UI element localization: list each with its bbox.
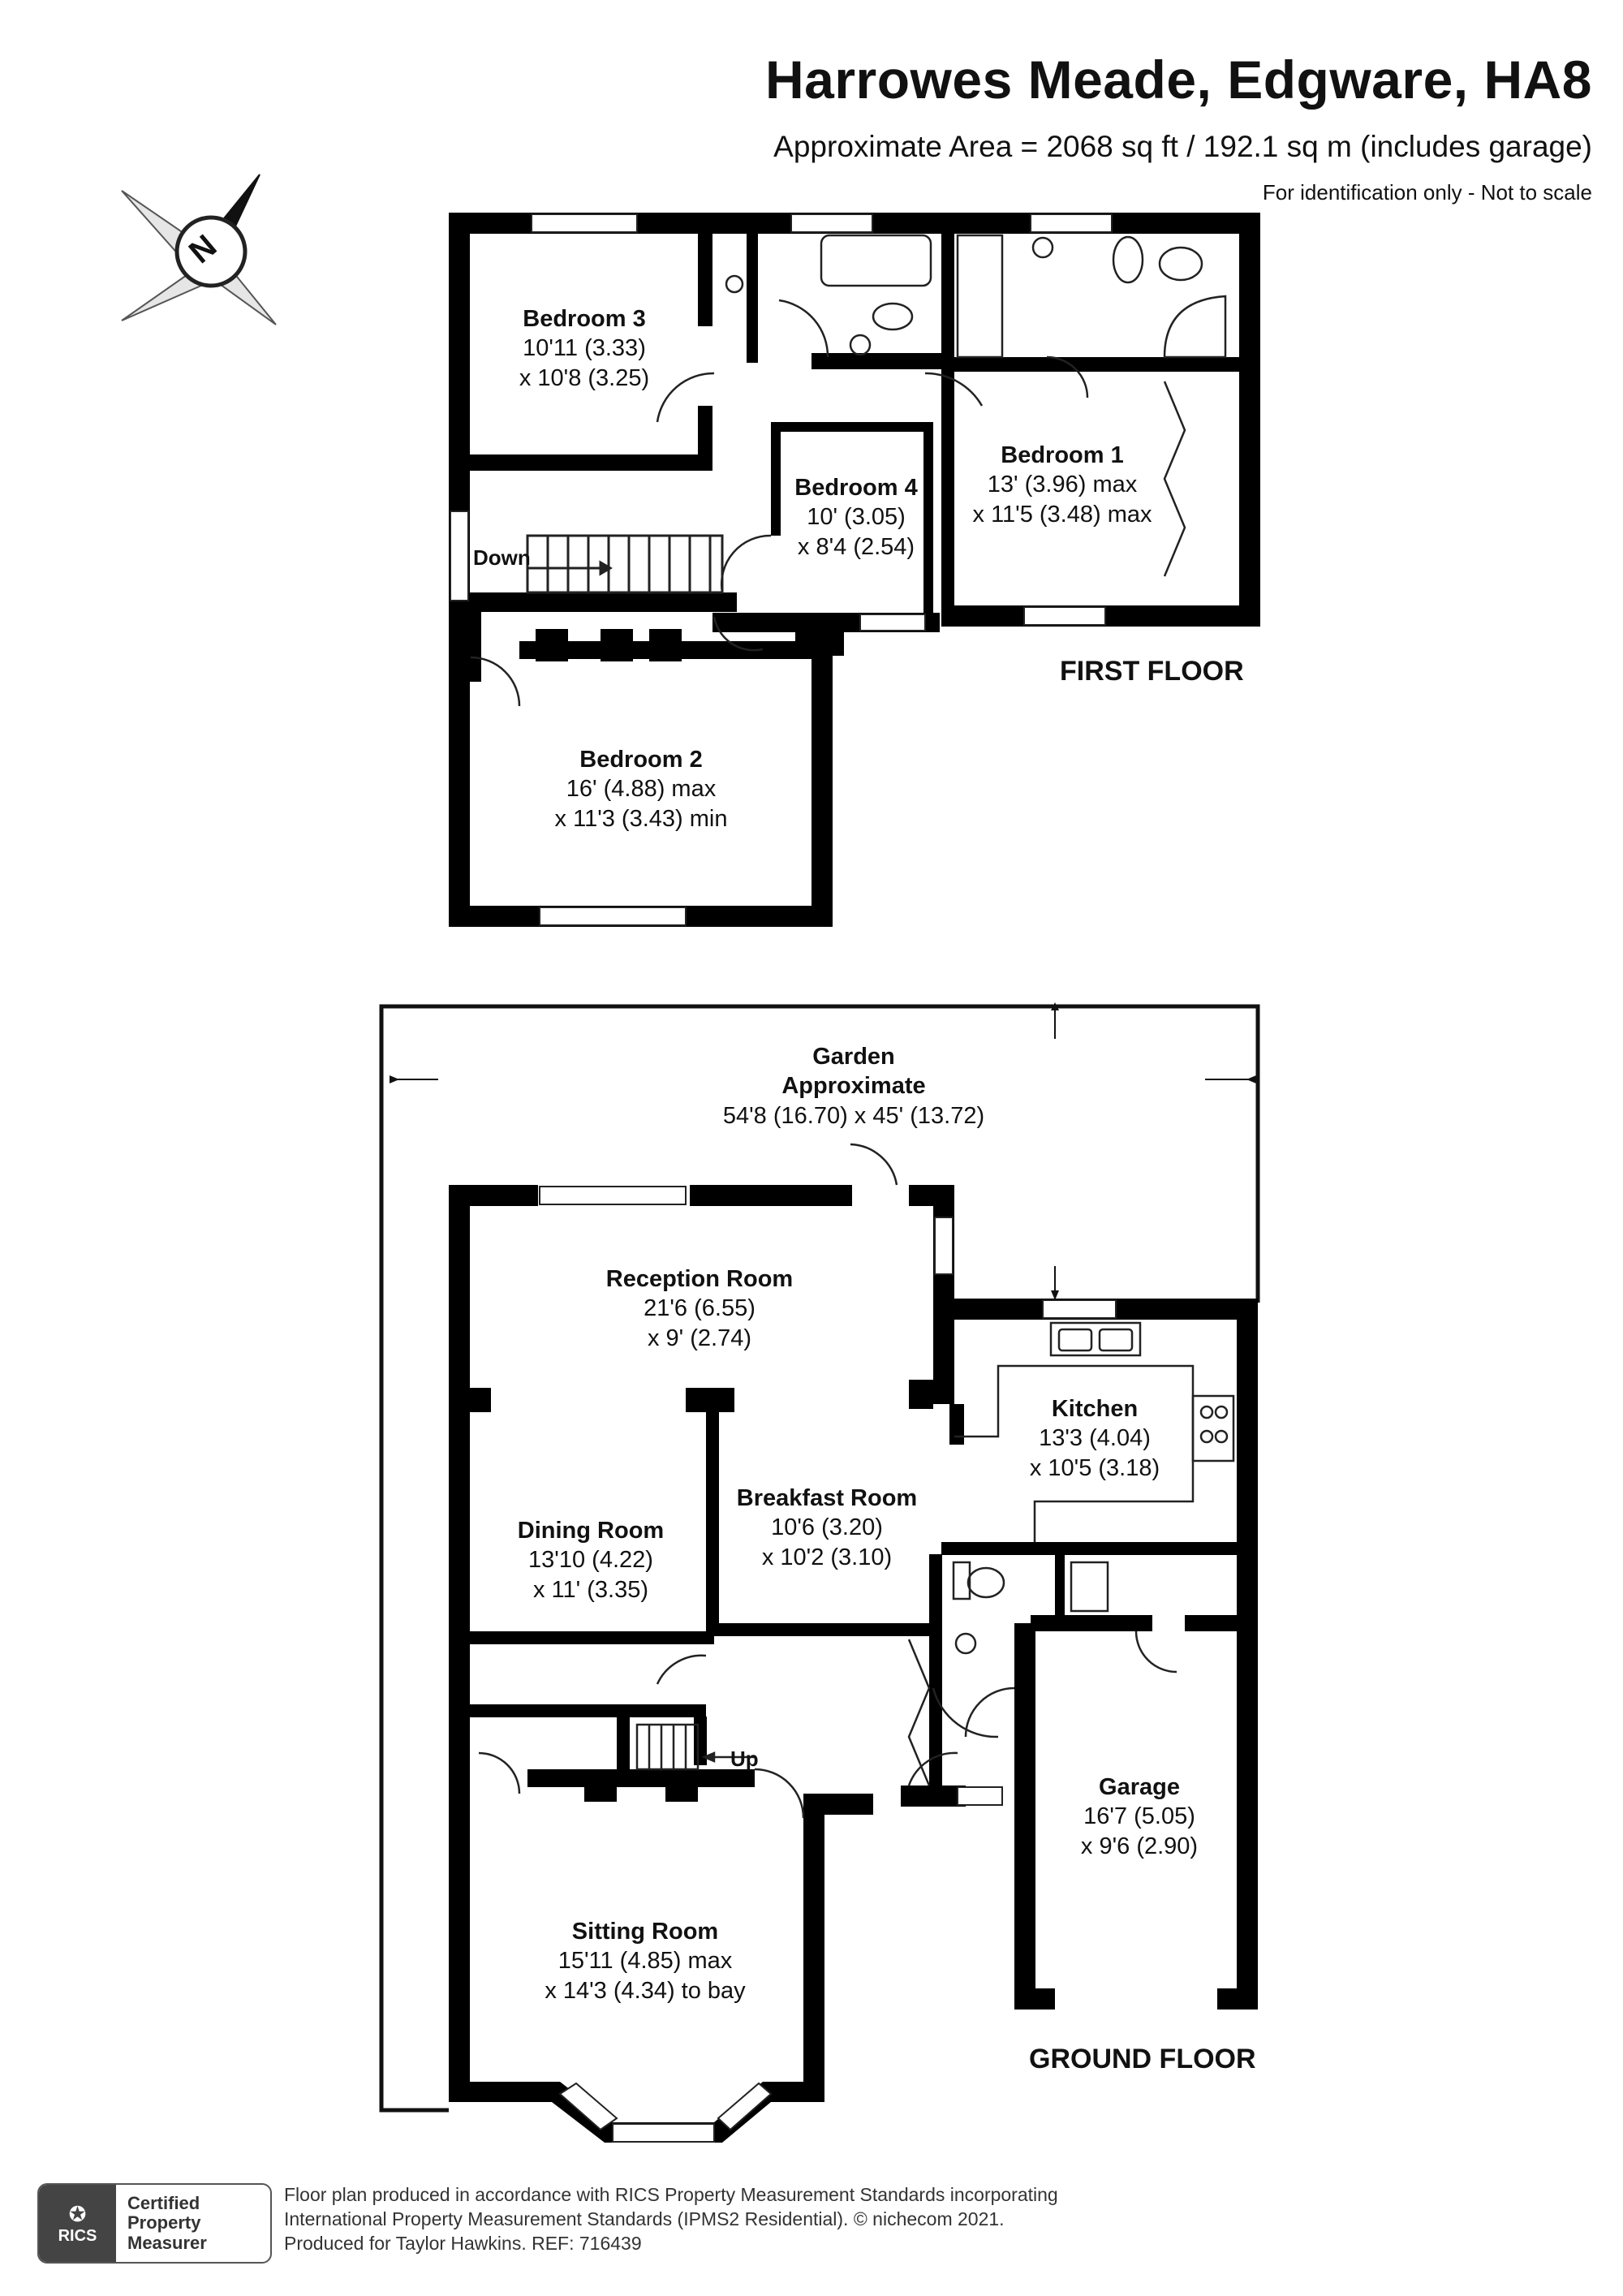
room-name: Sitting Room xyxy=(571,1919,719,1945)
compass-icon xyxy=(121,174,277,325)
room-dimension: 15'11 (4.85) max xyxy=(558,1948,733,1975)
room-name: Dining Room xyxy=(517,1518,665,1544)
room-bedroom-4: Bedroom 4 10' (3.05) x 8'4 (2.54) xyxy=(794,473,917,562)
room-dimension: 10' (3.05) xyxy=(807,504,906,531)
room-reception-room: Reception Room 21'6 (6.55) x 9' (2.74) xyxy=(606,1264,793,1353)
badge-line: Certified xyxy=(127,2193,200,2214)
badge-text: Certified Property Measurer xyxy=(116,2194,207,2253)
rics-certified-badge: ✪ RICS Certified Property Measurer xyxy=(37,2183,272,2264)
garden-boundary xyxy=(379,1002,1260,2113)
badge-line: Property xyxy=(127,2212,201,2234)
room-dimension: x 10'2 (3.10) xyxy=(761,1544,893,1570)
room-bedroom-3: Bedroom 3 10'11 (3.33) x 10'8 (3.25) xyxy=(519,304,649,393)
room-name: Bedroom 3 xyxy=(523,306,646,332)
garden-name: Garden xyxy=(812,1044,895,1070)
room-dimension: 16' (4.88) max xyxy=(566,776,717,803)
ground-floor-windows xyxy=(539,1186,1117,2143)
rics-logo-text: RICS xyxy=(58,2226,97,2245)
room-sitting-room: Sitting Room 15'11 (4.85) max x 14'3 (4.… xyxy=(545,1917,745,2005)
footer-line: Floor plan produced in accordance with R… xyxy=(284,2184,1058,2205)
garden-approximate: Approximate xyxy=(781,1073,926,1100)
room-dimension: 13'10 (4.22) xyxy=(528,1547,653,1574)
room-dimension: x 10'5 (3.18) xyxy=(1029,1454,1160,1481)
rics-emblem-icon: ✪ xyxy=(68,2201,87,2226)
room-name: Bedroom 1 xyxy=(1001,442,1124,468)
footer-line: International Property Measurement Stand… xyxy=(284,2208,1005,2229)
room-name: Garage xyxy=(1099,1774,1180,1800)
rics-logo: ✪ RICS xyxy=(39,2185,116,2262)
room-garage: Garage 16'7 (5.05) x 9'6 (2.90) xyxy=(1081,1773,1198,1861)
room-dimension: 16'7 (5.05) xyxy=(1083,1803,1195,1830)
first-floor-fixtures xyxy=(470,234,1227,707)
first-floor-windows xyxy=(450,213,1113,926)
room-dimension: x 14'3 (4.34) to bay xyxy=(545,1977,746,2004)
room-name: Breakfast Room xyxy=(736,1485,918,1511)
room-dimension: 21'6 (6.55) xyxy=(644,1295,756,1322)
first-floor-stairs xyxy=(526,534,724,594)
room-bedroom-2: Bedroom 2 16' (4.88) max x 11'3 (3.43) m… xyxy=(555,745,728,834)
approximate-area: Approximate Area = 2068 sq ft / 192.1 sq… xyxy=(773,130,1592,163)
room-bedroom-1: Bedroom 1 13' (3.96) max x 11'5 (3.48) m… xyxy=(973,441,1152,529)
room-dimension: x 9'6 (2.90) xyxy=(1080,1833,1199,1859)
room-dimension: x 11'5 (3.48) max xyxy=(972,501,1152,528)
garden-label: Garden Approximate 54'8 (16.70) x 45' (1… xyxy=(723,1042,984,1131)
room-kitchen: Kitchen 13'3 (4.04) x 10'5 (3.18) xyxy=(1030,1394,1160,1483)
room-name: Reception Room xyxy=(605,1266,794,1292)
ground-floor-fixtures xyxy=(478,1143,1235,1819)
room-dimension: x 11' (3.35) xyxy=(532,1576,649,1603)
room-dimension: 10'6 (3.20) xyxy=(771,1514,883,1541)
room-dimension: x 11'3 (3.43) min xyxy=(554,805,728,832)
first-floor-label: FIRST FLOOR xyxy=(1060,656,1244,687)
room-dimension: x 10'8 (3.25) xyxy=(519,364,650,391)
footer-line: Produced for Taylor Hawkins. REF: 716439 xyxy=(284,2232,642,2254)
room-dimension: 13'3 (4.04) xyxy=(1039,1425,1151,1452)
room-name: Bedroom 4 xyxy=(794,475,918,501)
stairs-up-label: Up xyxy=(730,1747,759,1771)
stairs-down-label: Down xyxy=(473,545,531,570)
scale-note: For identification only - Not to scale xyxy=(1262,180,1592,205)
room-name: Kitchen xyxy=(1051,1396,1139,1422)
room-dimension: 13' (3.96) max xyxy=(987,472,1138,498)
ground-floor-label: GROUND FLOOR xyxy=(1029,2044,1256,2074)
room-dimension: x 8'4 (2.54) xyxy=(797,533,915,560)
page-title: Harrowes Meade, Edgware, HA8 xyxy=(764,50,1592,110)
footer-text: Floor plan produced in accordance with R… xyxy=(284,2183,1058,2256)
room-breakfast-room: Breakfast Room 10'6 (3.20) x 10'2 (3.10) xyxy=(737,1484,917,1572)
garden-dimensions: 54'8 (16.70) x 45' (13.72) xyxy=(722,1102,985,1129)
room-dimension: 10'11 (3.33) xyxy=(523,335,646,362)
room-dining-room: Dining Room 13'10 (4.22) x 11' (3.35) xyxy=(518,1516,664,1605)
room-dimension: x 9' (2.74) xyxy=(647,1325,752,1351)
room-name: Bedroom 2 xyxy=(579,747,703,773)
badge-line: Measurer xyxy=(127,2232,207,2253)
